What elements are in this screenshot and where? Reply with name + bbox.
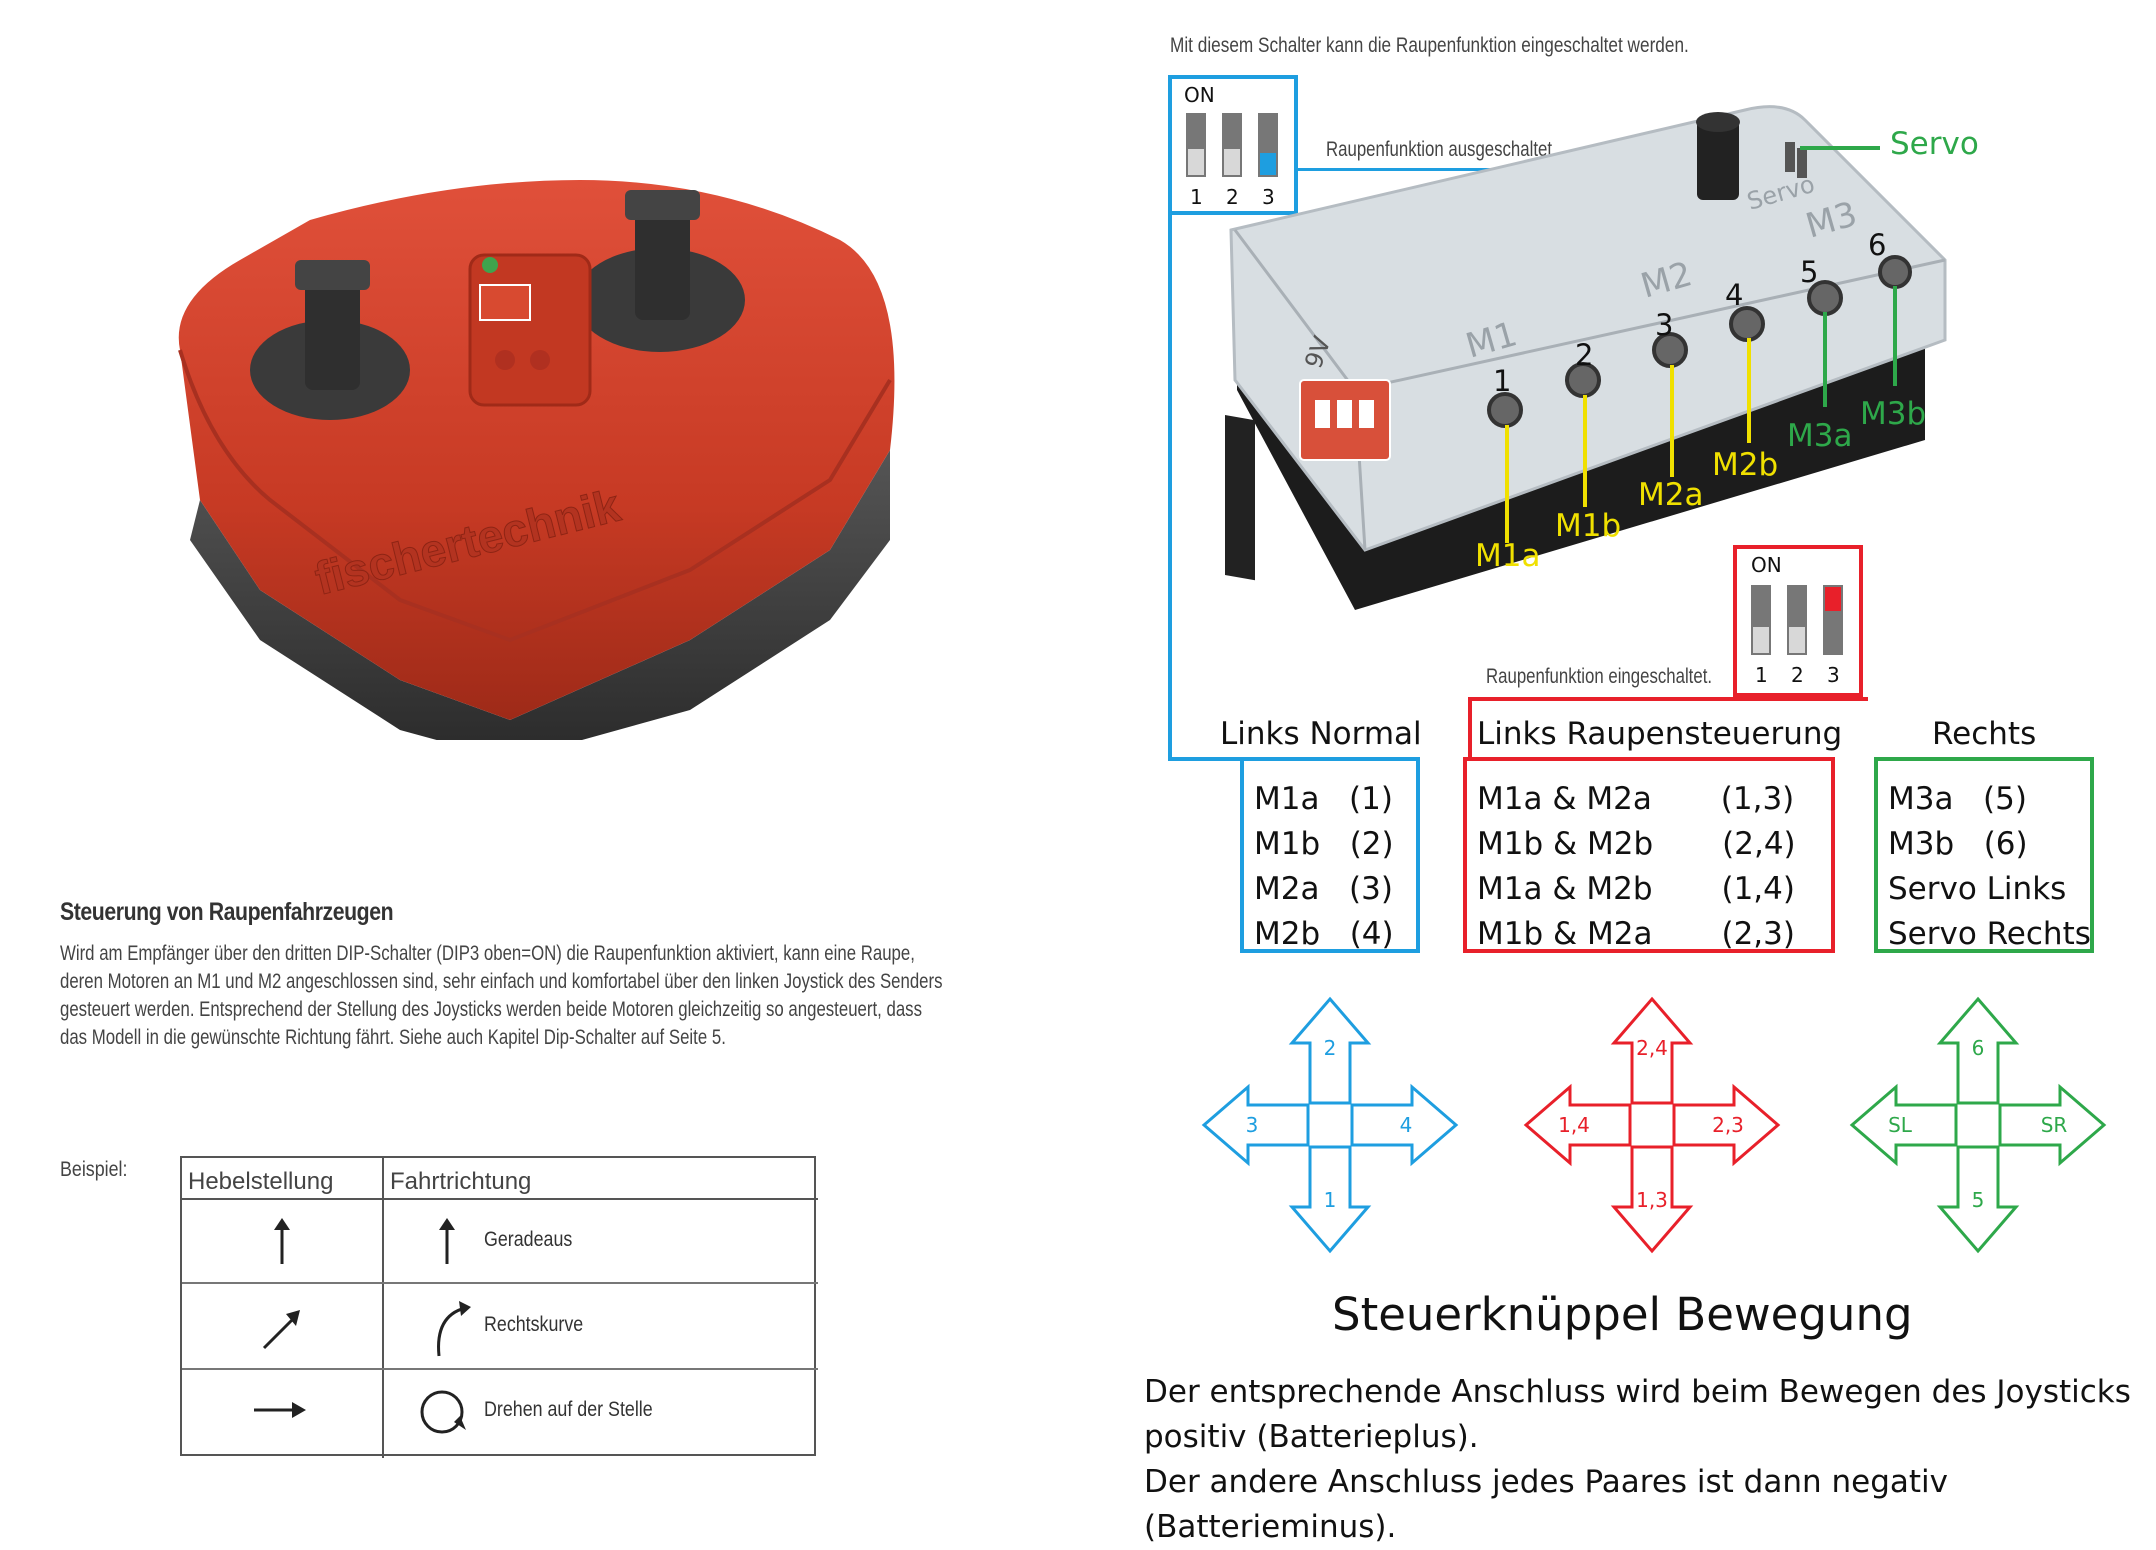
port-number-3: 3	[1655, 308, 1674, 342]
list-item: M1b & M2a (2,3)	[1477, 916, 1795, 952]
arrow-cross-green: 6 5 SL SR	[1849, 996, 2107, 1254]
list-item: M3b (6)	[1888, 826, 2028, 862]
list-item: Servo Links	[1888, 871, 2067, 907]
port-number-2: 2	[1575, 338, 1594, 372]
arrow-label-right: 4	[1400, 1113, 1413, 1137]
section-heading: Steuerung von Raupenfahrzeugen	[60, 898, 394, 926]
port-number-5: 5	[1800, 255, 1819, 289]
arrow-cross-blue: 2 1 3 4	[1201, 996, 1459, 1254]
dip-switch-on: ON 1 2 3	[1733, 545, 1863, 697]
rotate-icon	[414, 1384, 470, 1444]
arrow-up-icon	[432, 1216, 462, 1270]
arrow-label-down: 1,3	[1636, 1188, 1668, 1212]
arrow-label-right: SR	[2041, 1113, 2068, 1137]
dip-switch-off: ON 1 2 3	[1168, 75, 1298, 215]
group-box-rechts: M3a (5) M3b (6) Servo Links Servo Rechts	[1874, 757, 2094, 953]
port-label-m2b: M2b	[1712, 447, 1779, 483]
direction-straight: Geradeaus	[484, 1228, 573, 1251]
port-label-m1b: M1b	[1555, 508, 1622, 544]
list-item: M2b (4)	[1254, 916, 1394, 952]
list-item: M1a & M2b (1,4)	[1477, 871, 1795, 907]
example-table: Hebelstellung Fahrtrichtung Geradeaus Re…	[180, 1156, 818, 1458]
list-item: M2a (3)	[1254, 871, 1393, 907]
group-box-links-raupen: M1a & M2a (1,3) M1b & M2b (2,4) M1a & M2…	[1463, 757, 1835, 953]
arrow-label-left: 1,4	[1558, 1113, 1590, 1137]
arrow-up-icon	[267, 1216, 297, 1270]
intro-text: Mit diesem Schalter kann die Raupenfunkt…	[1170, 34, 1689, 57]
direction-rotate: Drehen auf der Stelle	[484, 1398, 653, 1421]
transmitter-photo: fischertechnik	[150, 120, 910, 760]
group-box-links-normal: M1a (1) M1b (2) M2a (3) M2b (4)	[1240, 757, 1420, 953]
bottom-line: Der entsprechende Anschluss wird beim Be…	[1144, 1374, 2131, 1410]
list-item: M1b & M2b (2,4)	[1477, 826, 1796, 862]
arrow-label-up: 6	[1972, 1036, 1985, 1060]
arrow-label-down: 1	[1324, 1188, 1337, 1212]
list-item: Servo Rechts	[1888, 916, 2091, 952]
port-label-m3a: M3a	[1787, 418, 1853, 454]
bottom-text: Der entsprechende Anschluss wird beim Be…	[1144, 1370, 2131, 1550]
port-number-1: 1	[1493, 364, 1512, 398]
arrow-right-icon	[252, 1398, 308, 1426]
group-title-rechts: Rechts	[1932, 716, 2037, 752]
port-number-6: 6	[1868, 228, 1887, 262]
arrow-label-left: 3	[1246, 1113, 1259, 1137]
port-label-m3b: M3b	[1860, 396, 1927, 432]
direction-right-curve: Rechtskurve	[484, 1313, 584, 1336]
dip-on-caption: Raupenfunktion eingeschaltet.	[1486, 665, 1713, 688]
bottom-title: Steuerknüppel Bewegung	[1332, 1288, 1913, 1341]
example-label: Beispiel:	[60, 1158, 128, 1181]
list-item: M1a (1)	[1254, 781, 1393, 817]
arrow-up-right-icon	[260, 1308, 304, 1356]
port-label-m2a: M2a	[1638, 477, 1704, 513]
list-item: M1a & M2a (1,3)	[1477, 781, 1795, 817]
arrow-label-up: 2,4	[1636, 1036, 1668, 1060]
list-item: M3a (5)	[1888, 781, 2027, 817]
table-header-direction: Fahrtrichtung	[390, 1168, 532, 1195]
port-label-m1a: M1a	[1475, 538, 1541, 574]
bottom-line: (Batterieminus).	[1144, 1509, 1397, 1545]
port-number-4: 4	[1725, 278, 1744, 312]
arrow-cross-red: 2,4 1,3 1,4 2,3	[1523, 996, 1781, 1254]
bottom-line: Der andere Anschluss jedes Paares ist da…	[1144, 1464, 1949, 1500]
servo-label: Servo	[1890, 126, 1979, 162]
arrow-label-up: 2	[1324, 1036, 1337, 1060]
curve-right-icon	[427, 1298, 477, 1362]
arrow-label-left: SL	[1888, 1113, 1913, 1137]
arrow-label-down: 5	[1972, 1188, 1985, 1212]
bottom-line: positiv (Batterieplus).	[1144, 1419, 1479, 1455]
dip-off-caption: Raupenfunktion ausgeschaltet.	[1326, 138, 1557, 161]
arrow-label-right: 2,3	[1712, 1113, 1744, 1137]
receiver-photo: M1 M2 M3 Servo 9V	[1225, 80, 1965, 650]
group-title-links-raupen: Links Raupensteuerung	[1477, 716, 1843, 752]
group-title-links-normal: Links Normal	[1220, 716, 1422, 752]
list-item: M1b (2)	[1254, 826, 1394, 862]
section-paragraph: Wird am Empfänger über den dritten DIP-S…	[60, 942, 943, 1049]
table-header-lever: Hebelstellung	[188, 1168, 334, 1195]
